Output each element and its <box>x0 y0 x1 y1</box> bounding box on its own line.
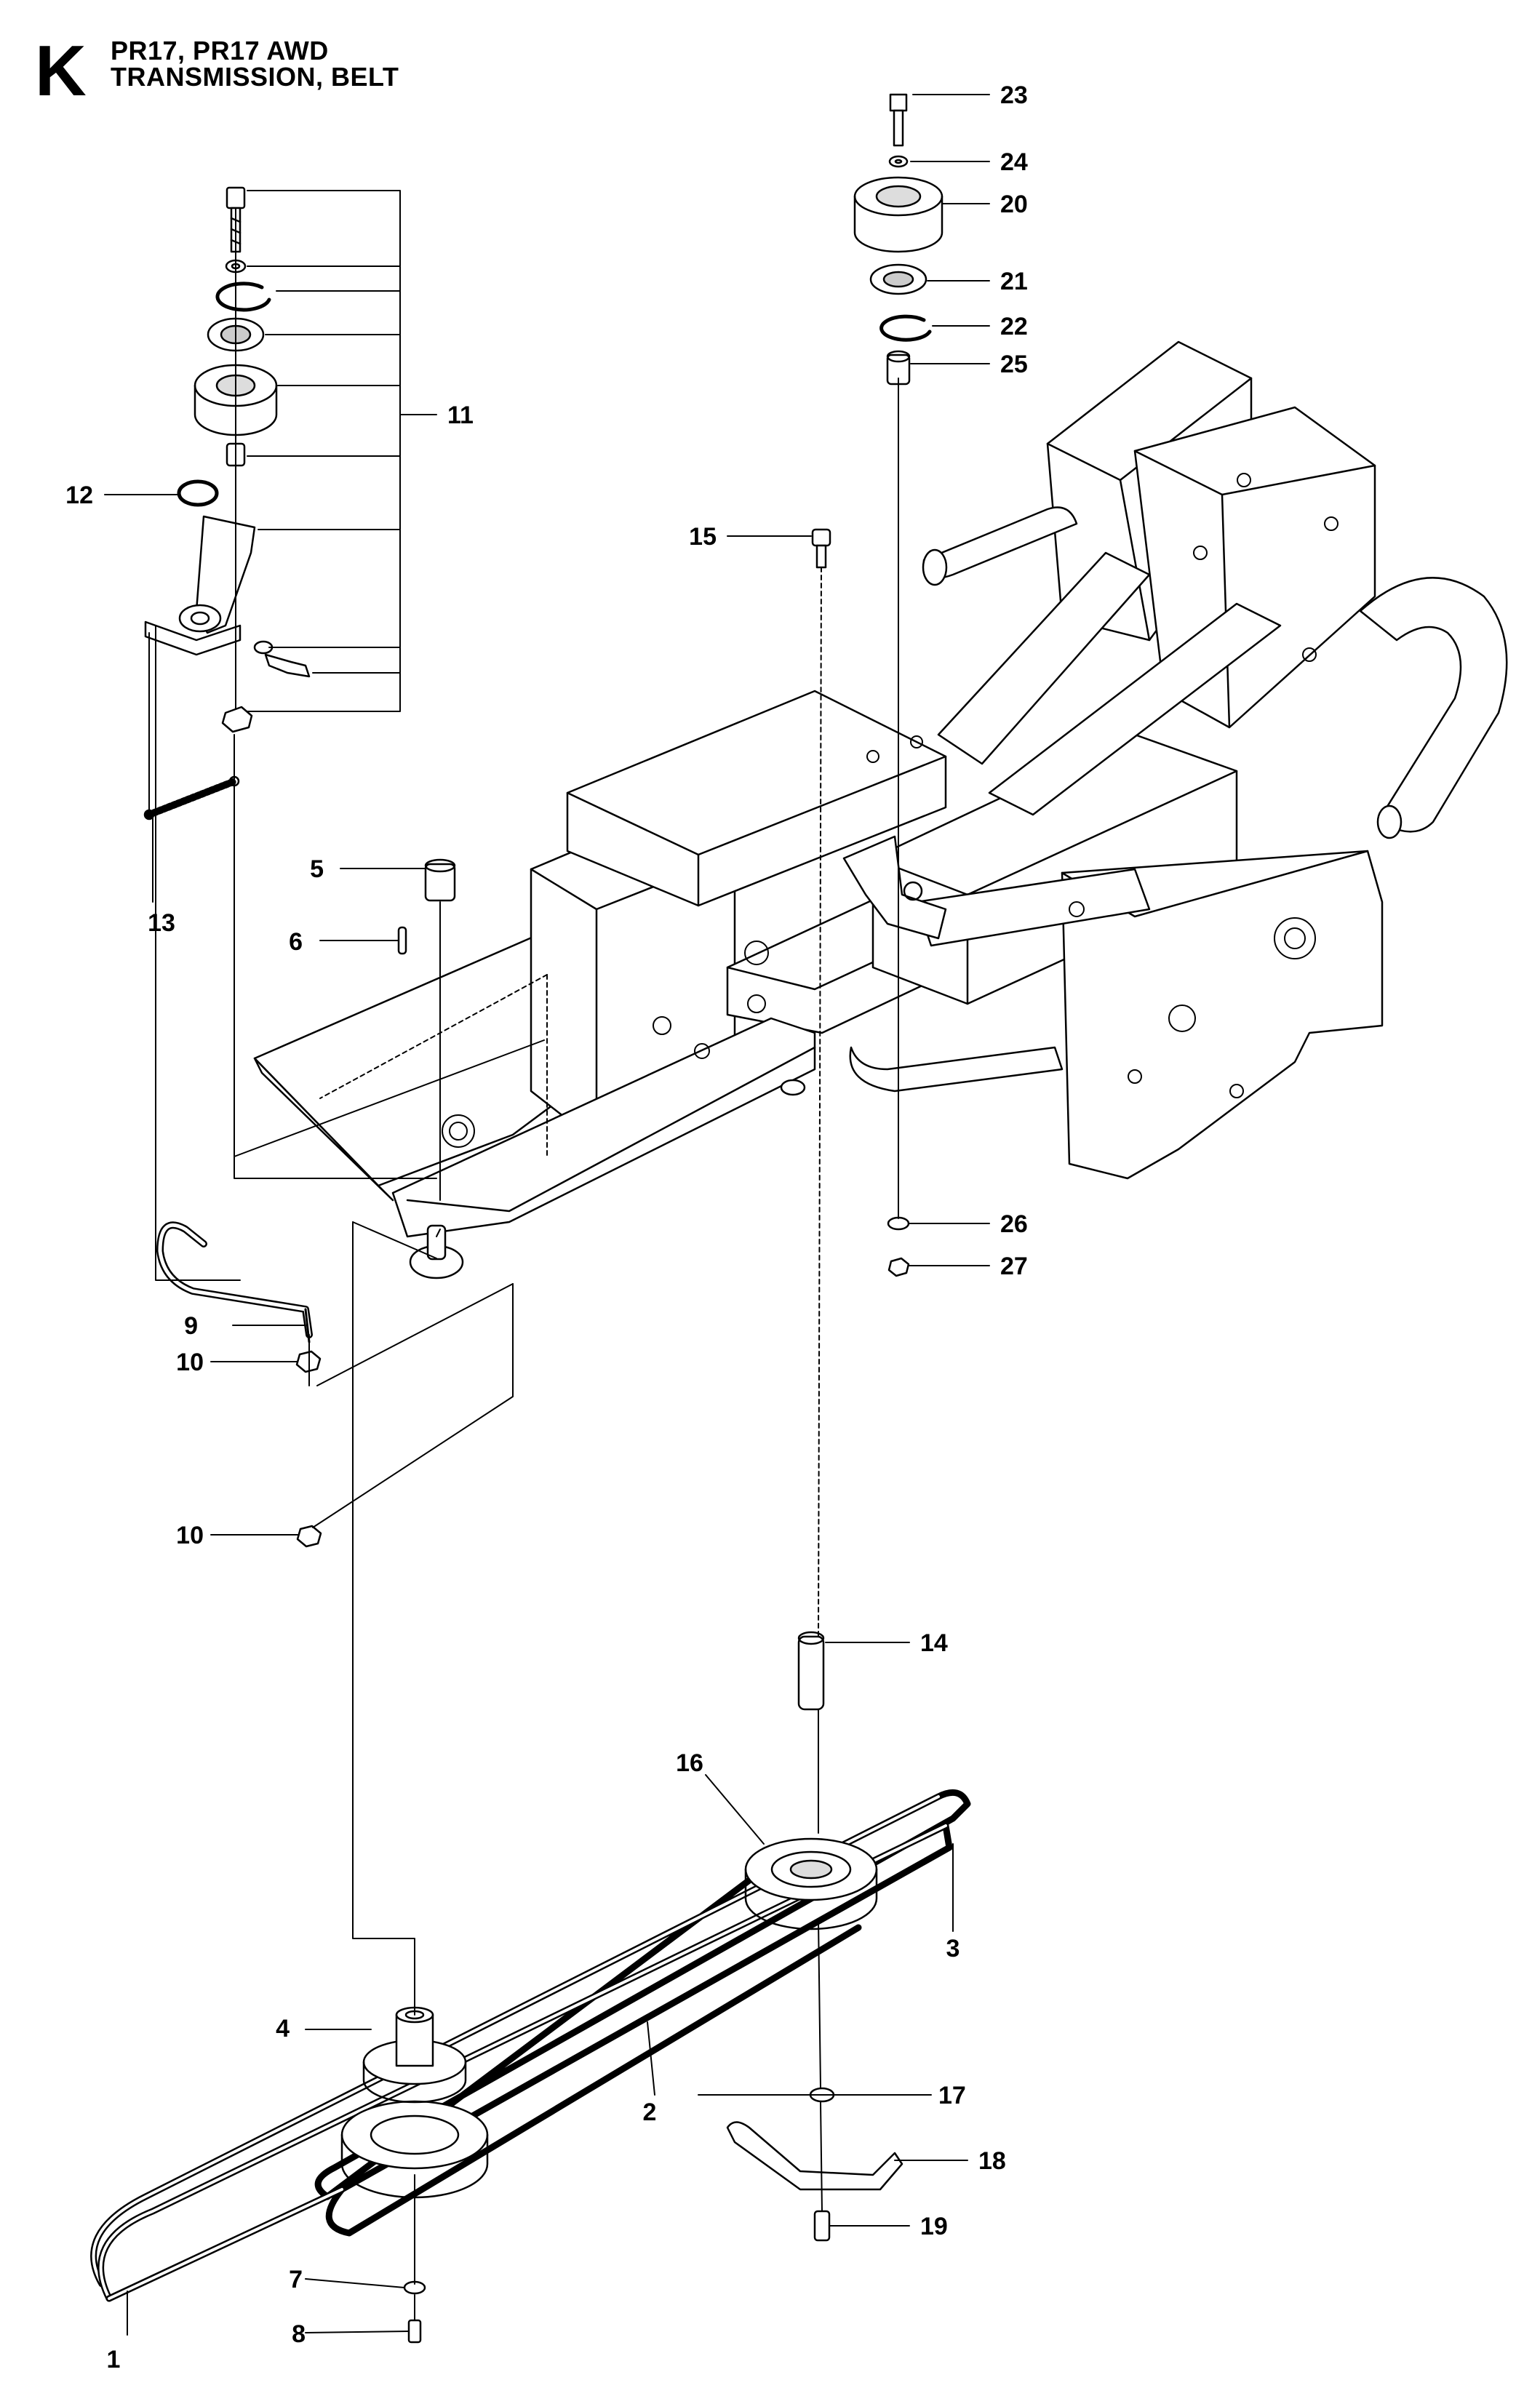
callout-21: 21 <box>1000 268 1028 295</box>
callout-17: 17 <box>938 2082 966 2109</box>
idler-arm-assembly <box>144 186 311 733</box>
group-title: TRANSMISSION, BELT <box>111 62 399 92</box>
callout-15: 15 <box>689 523 717 551</box>
callout-13: 13 <box>148 909 175 937</box>
callout-25: 25 <box>1000 351 1028 378</box>
bolt-15 <box>811 528 831 569</box>
washer-26 <box>887 1216 910 1231</box>
drive-belts <box>90 1789 971 2302</box>
callout-8: 8 <box>292 2320 306 2348</box>
callout-23: 23 <box>1000 81 1028 109</box>
chassis-frame <box>253 340 1508 1279</box>
section-letter: K <box>35 31 87 111</box>
callout-24: 24 <box>1000 148 1028 176</box>
callout-1: 1 <box>107 2346 121 2373</box>
callout-3: 3 <box>946 1935 960 1962</box>
callout-9: 9 <box>184 1312 198 1340</box>
callout-14: 14 <box>920 1629 948 1657</box>
model-title: PR17, PR17 AWD <box>111 36 329 65</box>
callout-22: 22 <box>1000 313 1028 340</box>
spacer-14 <box>797 1631 825 1711</box>
callout-5: 5 <box>310 855 324 883</box>
callout-26: 26 <box>1000 1210 1028 1238</box>
tension-spring <box>143 775 240 820</box>
spacer-5 <box>424 863 456 902</box>
callout-27: 27 <box>1000 1253 1028 1280</box>
nut-27 <box>887 1257 910 1277</box>
callout-2: 2 <box>643 2098 657 2126</box>
j-rod <box>156 1221 322 1548</box>
callout-16: 16 <box>676 1749 703 1777</box>
callout-10b: 10 <box>176 1522 204 1549</box>
callout-12: 12 <box>65 482 93 509</box>
callout-11: 11 <box>447 402 474 429</box>
callout-leaders <box>104 94 990 2336</box>
assembly-lines <box>148 190 899 2321</box>
bolt-19 <box>813 2210 831 2242</box>
callout-labels: 1 2 3 4 5 6 7 8 9 10 10 11 12 13 14 15 1… <box>65 81 1028 2373</box>
pin-6 <box>397 926 407 955</box>
callout-10a: 10 <box>176 1349 204 1376</box>
callout-6: 6 <box>289 928 303 956</box>
callout-20: 20 <box>1000 191 1028 218</box>
transmission-pulley <box>340 2006 489 2344</box>
callout-7: 7 <box>289 2266 303 2293</box>
idler-pulley-stack <box>853 93 943 386</box>
callout-18: 18 <box>978 2147 1006 2175</box>
callout-19: 19 <box>920 2213 948 2240</box>
idler-pulley-16 <box>744 1837 878 1930</box>
callout-4: 4 <box>276 2015 290 2042</box>
belt-guide-bracket <box>726 2121 903 2191</box>
